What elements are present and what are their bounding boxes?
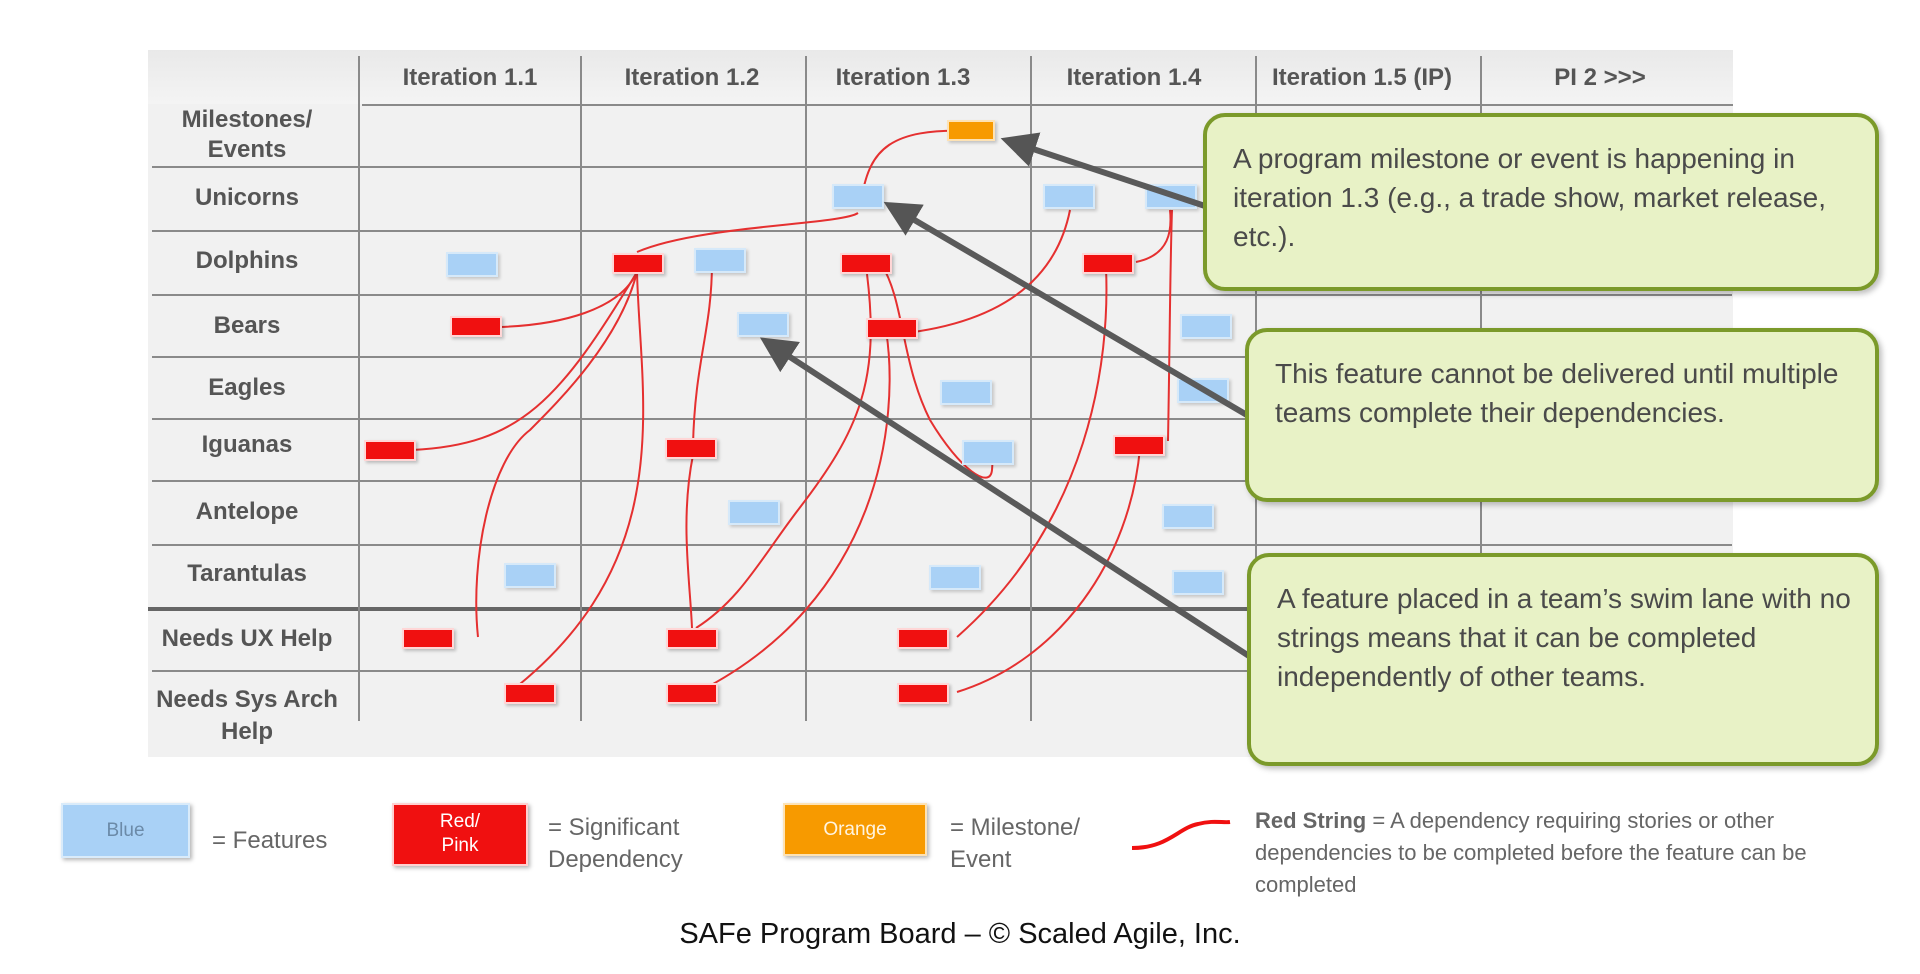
feature-card: [1043, 184, 1095, 209]
dependency-card: [1113, 435, 1165, 456]
column-header-iteration-1-2: Iteration 1.2: [624, 64, 760, 91]
column-header-iteration-1-3: Iteration 1.3: [835, 64, 971, 91]
grid-column-line: [358, 56, 360, 721]
dependency-card: [612, 253, 664, 274]
feature-card: [728, 500, 780, 525]
dependency-card: [897, 683, 949, 704]
dependency-card: [665, 438, 717, 459]
dependency-card: [450, 316, 502, 337]
dependency-card: [364, 440, 416, 461]
grid-line: [152, 670, 1732, 672]
legend-milestone-label: = Milestone/ Event: [950, 814, 1081, 873]
dependency-card: [666, 628, 718, 649]
feature-card: [832, 184, 884, 209]
dependency-card: [1082, 253, 1134, 274]
grid-column-line: [580, 56, 582, 721]
callout-independent-feature: A feature placed in a team’s swim lane w…: [1247, 553, 1879, 766]
column-header-pi-2: PI 2 >>>: [1554, 64, 1646, 91]
legend-feature-swatch: Blue: [61, 803, 190, 858]
row-label-iguanas: Iguanas: [201, 431, 293, 458]
grid-column-line: [1030, 56, 1032, 721]
dependency-card: [402, 628, 454, 649]
column-header-iteration-1-4: Iteration 1.4: [1066, 64, 1202, 91]
dependency-card: [504, 683, 556, 704]
legend-milestone-swatch: Orange: [783, 803, 927, 856]
legend-dependency-swatch: Red/ Pink: [392, 803, 528, 866]
grid-line: [152, 544, 1732, 546]
feature-card: [1177, 378, 1229, 403]
row-label-tarantulas: Tarantulas: [187, 560, 307, 587]
row-label-needs-ux-help: Needs UX Help: [161, 625, 333, 652]
row-label-milestones: Milestones/ Events: [181, 106, 313, 163]
row-label-eagles: Eagles: [208, 374, 286, 401]
feature-card: [1180, 314, 1232, 339]
dependency-card: [897, 628, 949, 649]
row-label-antelope: Antelope: [195, 498, 299, 525]
legend-red-string-description: Red String = A dependency requiring stor…: [1255, 805, 1815, 901]
milestone-card: [947, 120, 995, 141]
feature-card: [1145, 184, 1197, 209]
legend-feature-label: = Features: [212, 827, 328, 854]
legend-dependency-label: = Significant Dependency: [548, 814, 683, 873]
feature-card: [1172, 570, 1224, 595]
column-header-iteration-1-5: Iteration 1.5 (IP): [1271, 64, 1453, 91]
row-label-bears: Bears: [213, 312, 281, 339]
callout-milestone: A program milestone or event is happenin…: [1203, 113, 1879, 291]
row-label-needs-sys-arch-help: Needs Sys Arch Help: [156, 686, 338, 745]
feature-card: [940, 380, 992, 405]
feature-card: [962, 440, 1014, 465]
legend-red-string-text: = A dependency requiring stories or othe…: [1255, 808, 1807, 897]
row-label-dolphins: Dolphins: [195, 247, 299, 274]
legend-red-string-icon: [1131, 819, 1231, 850]
dependency-card: [666, 683, 718, 704]
dependency-card: [866, 318, 918, 339]
grid-line: [152, 294, 1732, 296]
grid-line: [362, 104, 1733, 106]
board-header: [148, 50, 1733, 104]
feature-card: [929, 565, 981, 590]
dependency-card: [840, 253, 892, 274]
feature-card: [694, 248, 746, 273]
feature-card: [446, 252, 498, 277]
row-label-unicorns: Unicorns: [194, 184, 299, 211]
column-header-iteration-1-1: Iteration 1.1: [402, 64, 538, 91]
feature-card: [504, 563, 556, 588]
callout-multiple-dependencies: This feature cannot be delivered until m…: [1245, 328, 1879, 502]
legend-red-string-term: Red String: [1255, 808, 1367, 833]
grid-column-line: [805, 56, 807, 721]
feature-card: [1162, 504, 1214, 529]
feature-card: [737, 312, 789, 337]
figure-caption: SAFe Program Board – © Scaled Agile, Inc…: [679, 918, 1241, 950]
